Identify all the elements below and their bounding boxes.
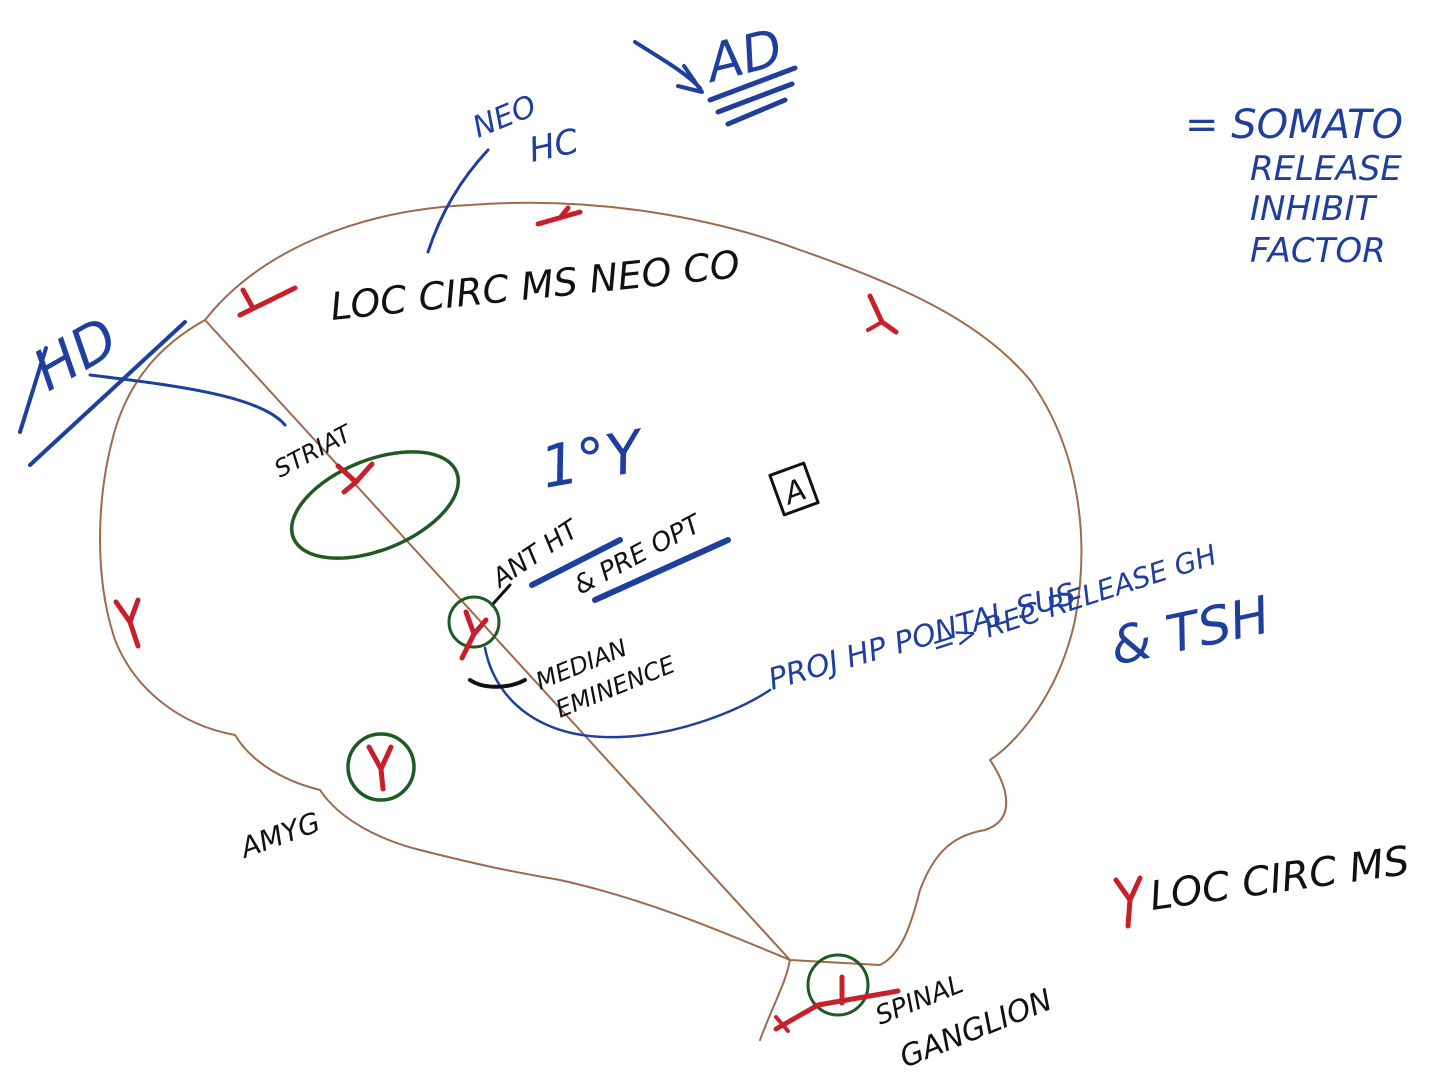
- amyg-circle: [346, 732, 416, 802]
- up-arrow-icon: [18, 346, 48, 434]
- spinal-circle: [806, 953, 870, 1017]
- ad-annotation: AD: [633, 18, 798, 127]
- receptor-icon: [366, 744, 394, 792]
- neo-hc-annotation: NEO HC: [426, 89, 583, 254]
- receptor-markers: [113, 205, 1143, 1033]
- receptor-icon: [237, 285, 298, 318]
- arrow-icon: [676, 64, 704, 94]
- factor-label: FACTOR: [1250, 231, 1386, 271]
- release-label: RELEASE: [1250, 149, 1402, 189]
- a-box: [768, 461, 820, 517]
- receptor-icon: [459, 609, 489, 661]
- receptor-icon: [335, 461, 375, 495]
- striat-region: STRIAT: [270, 419, 461, 560]
- receptor-icon: [773, 974, 901, 1033]
- receptor-icon: [1113, 875, 1143, 929]
- receptor-icon: [535, 205, 583, 227]
- hypothalamus-blue-underlines: [529, 537, 731, 603]
- ad-label: AD: [698, 18, 789, 95]
- brain-outline: [99, 201, 1083, 1041]
- loc-circ-top-label: LOC CIRC MS NEO CO: [328, 242, 741, 329]
- spinal-ganglion: SPINAL GANGLION: [806, 953, 1057, 1075]
- median-eminence: MEDIAN EMINENCE: [447, 595, 680, 724]
- striat-circle: [289, 450, 461, 560]
- receptor-icon: [866, 293, 899, 335]
- somato-annotation: = SOMATO RELEASE INHIBIT FACTOR: [1185, 102, 1403, 271]
- receptor-icon: [113, 597, 141, 649]
- somato-label: = SOMATO: [1185, 102, 1403, 148]
- one-zero-y-label: 1°Y: [536, 416, 652, 501]
- legend-label: LOC CIRC MS: [1147, 838, 1412, 920]
- tsh-label: & TSH: [1105, 586, 1275, 678]
- legend: LOC CIRC MS: [1147, 838, 1412, 920]
- proj-hp-label: PROJ HP PONTAL SUS: [765, 576, 1080, 697]
- amyg-label: AMYG: [234, 805, 324, 865]
- hc-label: HC: [526, 121, 583, 170]
- inhibit-label: INHIBIT: [1250, 189, 1377, 229]
- a-box-label: A: [778, 472, 811, 513]
- median-circle: [447, 595, 501, 649]
- hd-annotation: HD: [18, 305, 287, 467]
- loc-circ-top: LOC CIRC MS NEO CO: [328, 242, 741, 329]
